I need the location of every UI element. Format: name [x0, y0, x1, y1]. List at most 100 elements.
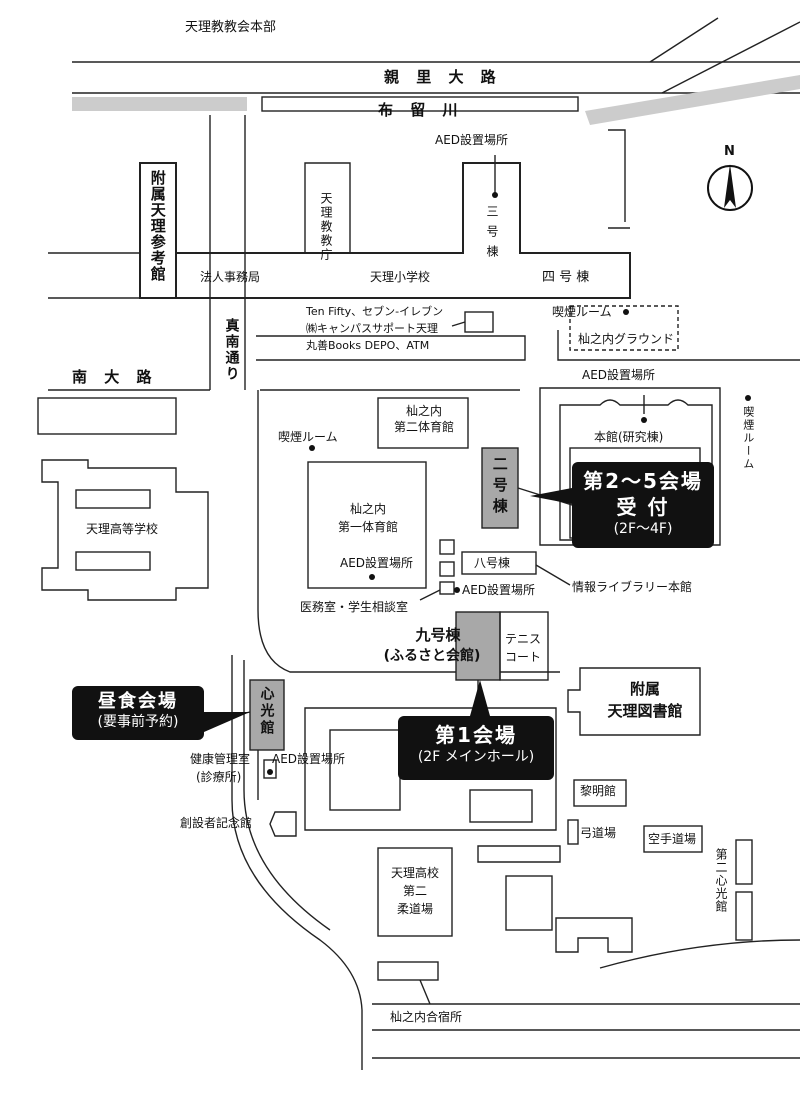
north-arrow-icon: N: [705, 144, 755, 218]
judo-label-1: 天理高校: [390, 866, 439, 880]
aed-label-1: AED設置場所: [435, 133, 509, 147]
sankokan-box: [139, 162, 177, 299]
shinkokan2-box: [735, 839, 753, 885]
road-line: [256, 335, 526, 361]
smoking-label-1: 喫煙ルーム: [552, 305, 612, 319]
leader-line: [419, 979, 431, 1005]
reimeikan-box: [573, 779, 627, 807]
gym1-label-2: 第一体育館: [337, 520, 398, 534]
bldg-outline: [477, 845, 561, 863]
curve-road: [231, 655, 363, 1070]
hs-inner: [75, 489, 151, 509]
aed-dot: [492, 192, 498, 198]
road-line: [599, 939, 800, 969]
furu-river-label: 布 留 川: [378, 101, 464, 119]
leader-line: [419, 589, 441, 601]
smoking-dot: [745, 395, 751, 401]
aed-label-5: AED設置場所: [272, 752, 346, 766]
kyokai-label: 天理教教庁: [319, 192, 333, 262]
gym2-label-2: 第二体育館: [393, 420, 454, 434]
gym2-box: [377, 397, 469, 449]
venue-1-callout: 第1会場 (2F メインホール): [398, 716, 554, 780]
small-box: [439, 539, 455, 555]
campus-edge: [257, 390, 560, 673]
venue-1-hall: (2F メインホール): [417, 749, 535, 765]
main-bldg: [559, 399, 713, 541]
judo-label-2: 第二: [402, 884, 427, 898]
leader-line: [451, 321, 466, 327]
bldg3-label: 三号棟: [485, 205, 499, 265]
smoking-label-2: 喫煙ルーム: [741, 406, 755, 471]
dorm-box: [377, 961, 439, 981]
venue-2-5-callout: 第2～5会場 受 付 (2F～4F): [572, 462, 714, 548]
smoking-label-3: 喫煙ルーム: [278, 430, 338, 444]
high-school-label: 天理高等学校: [86, 522, 159, 536]
road-line: [661, 21, 800, 94]
aed-dot: [641, 417, 647, 423]
ground-label: 杣之内グラウンド: [578, 332, 675, 346]
tennis-box: [499, 611, 549, 681]
info-library-label: 情報ライブラリー本館: [572, 580, 693, 594]
shop-line-1: Ten Fifty、セブン-イレブン: [306, 305, 444, 318]
aed-label-2: AED設置場所: [582, 368, 656, 382]
small-box: [439, 581, 455, 595]
inner-bldg: [329, 729, 401, 811]
kyudo-box: [567, 819, 579, 845]
aed-label-3: AED設置場所: [340, 556, 414, 570]
shinkokan-label: 心光館: [258, 686, 275, 737]
medical-label: 医務室・学生相談室: [300, 600, 409, 614]
road-line: [649, 17, 719, 63]
health-label-2: (診療所): [196, 770, 242, 784]
ma-nan-dori-label: 真南通り: [223, 318, 240, 382]
dorm-label: 杣之内合宿所: [390, 1010, 463, 1024]
callout-pointer: [470, 680, 490, 716]
shinkokan2-box: [735, 891, 753, 941]
smoking-dot: [623, 309, 629, 315]
nan-road-label: 南 大 路: [72, 368, 158, 386]
oyasato-road-label: 親 里 大 路: [384, 68, 502, 86]
road-line: [557, 330, 800, 361]
judo-box: [377, 847, 453, 937]
north-letter: N: [724, 144, 735, 159]
river-band: [261, 96, 579, 112]
small-box: [439, 561, 455, 577]
hs-inner: [75, 551, 151, 571]
shinkokan2-label: 第二心光館: [714, 848, 728, 913]
bldg-outline: [555, 917, 633, 953]
shop-box: [464, 311, 494, 333]
shop-line-3: 丸善Books DEPO、ATM: [306, 339, 430, 352]
venue-1-title: 第1会場: [435, 723, 517, 747]
bldg4-label: 四 号 棟: [542, 270, 590, 285]
venue-2-5-title: 第2～5会場: [583, 469, 703, 493]
lunch-title: 昼食会場: [98, 691, 178, 712]
library-box: [567, 667, 701, 736]
kyudojo-label: 弓道場: [580, 826, 617, 840]
bldg9-label-2: (ふるさと会館): [383, 648, 481, 664]
aed-dot: [369, 574, 375, 580]
reimeikan-label: 黎明館: [580, 784, 617, 798]
hq-label: 天理教教会本部: [185, 20, 277, 35]
hojin-office-label: 法人事務局: [200, 270, 261, 284]
bldg8-label: 八号棟: [474, 556, 511, 570]
river-band: [585, 75, 800, 125]
lunch-callout: 昼食会場 (要事前予約): [72, 686, 204, 740]
leader-line: [535, 564, 571, 586]
kyokai-bldg: [304, 162, 351, 254]
gym1-label-1: 杣之内: [349, 502, 386, 516]
aed-dot: [454, 587, 460, 593]
elementary-label: 天理小学校: [370, 270, 431, 284]
bldg9-label-1: 九号棟: [415, 626, 461, 644]
bldg2-box: [481, 447, 519, 529]
founder-hall-label: 創設者記念館: [180, 816, 253, 830]
lunch-reservation: (要事前予約): [97, 714, 179, 731]
karate-box: [643, 825, 703, 853]
library-label-1: 附属: [629, 680, 660, 698]
river-band: [72, 97, 247, 111]
bldg2-label: 二号棟: [490, 456, 509, 519]
bldg-outline: [608, 129, 626, 222]
aed-label-4: AED設置場所: [462, 583, 536, 597]
high-school: [41, 459, 209, 601]
tennis-label-1: テニス: [505, 632, 542, 646]
